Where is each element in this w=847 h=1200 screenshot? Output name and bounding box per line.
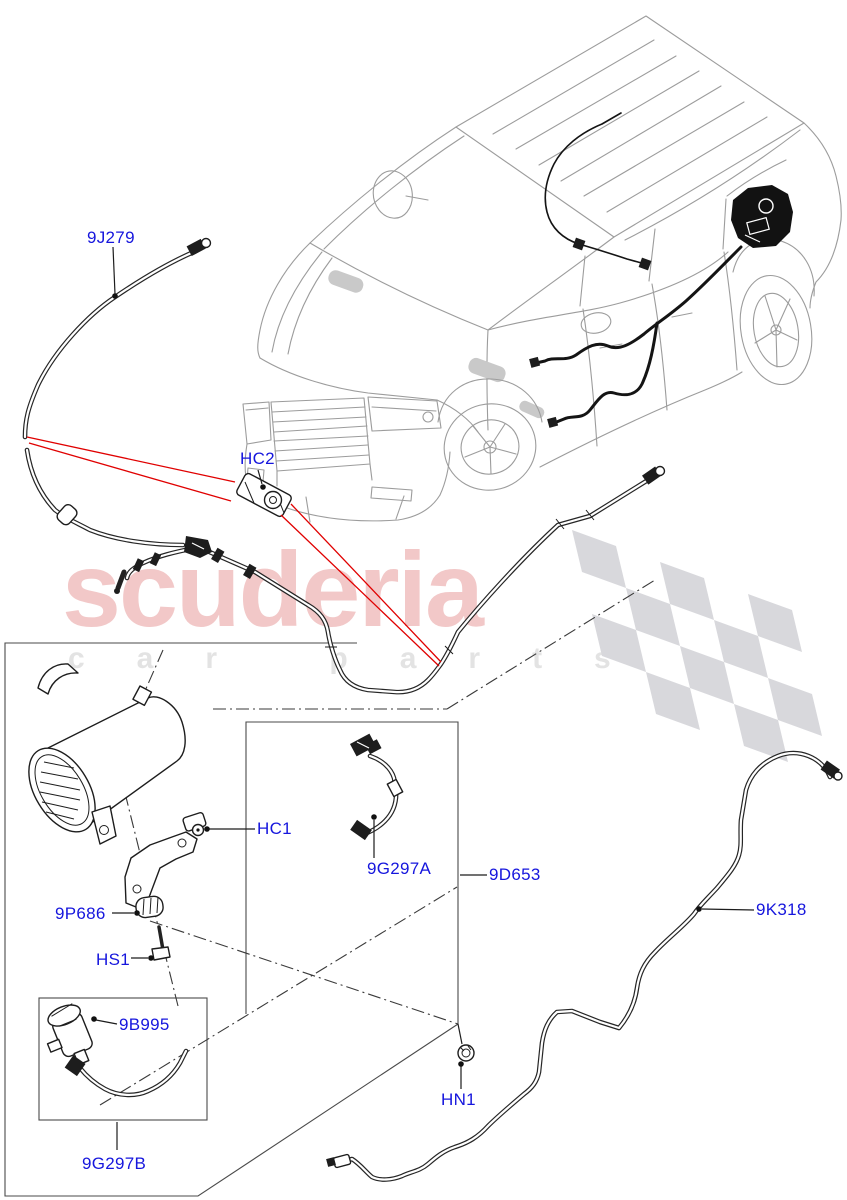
part-label-9D653[interactable]: 9D653: [489, 865, 541, 884]
part-label-HS1[interactable]: HS1: [96, 950, 130, 969]
part-label-9G297B[interactable]: 9G297B: [82, 1154, 147, 1173]
pipe-9J279: [25, 237, 212, 546]
red-locator-lines: [26, 436, 442, 667]
clip-HC2: [236, 472, 292, 518]
part-label-9P686[interactable]: 9P686: [55, 904, 106, 923]
vehicle-line-drawing: [242, 15, 842, 523]
detail-boxes: [4, 642, 459, 1197]
part-label-9B995[interactable]: 9B995: [119, 1015, 170, 1034]
canister-assembly: [28, 663, 207, 961]
purge-valve-9B995: [46, 1003, 186, 1095]
watermark: scuderia car parts: [62, 530, 822, 762]
pipe-9D653-rear: [114, 465, 666, 692]
label-leader-lines: [91, 246, 755, 1150]
part-label-HC2[interactable]: HC2: [240, 449, 275, 468]
part-label-HC1[interactable]: HC1: [257, 819, 292, 838]
part-label-9K318[interactable]: 9K318: [756, 900, 807, 919]
checkered-flag-watermark: [572, 530, 822, 762]
part-label-HN1[interactable]: HN1: [441, 1090, 476, 1109]
part-label-9J279[interactable]: 9J279: [87, 228, 135, 247]
watermark-tagline-text: car parts: [68, 642, 663, 675]
watermark-brand-text: scuderia: [62, 531, 485, 649]
pipe-9K318: [326, 753, 843, 1179]
grommet-HN1: [457, 1023, 475, 1062]
vehicle-fuel-filler-harness: [529, 112, 793, 428]
part-label-9G297A[interactable]: 9G297A: [367, 859, 432, 878]
hose-9G297A: [350, 733, 404, 841]
